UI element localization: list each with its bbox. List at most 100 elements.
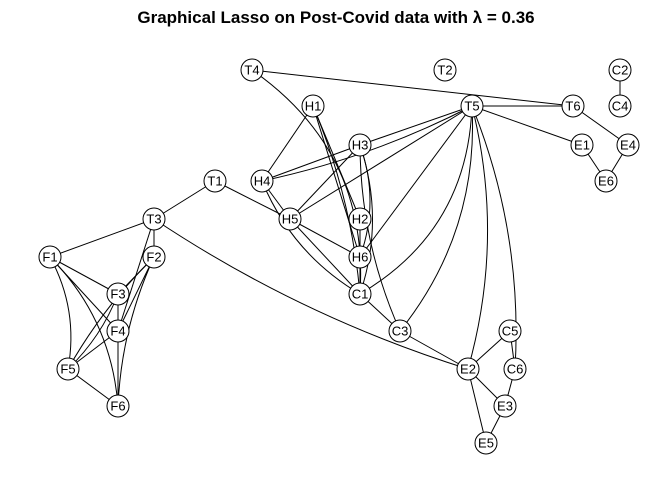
node-E6: E6 [594,169,618,193]
node-E5: E5 [474,431,498,455]
edge-T5-H5 [289,105,473,220]
edge-T5-C3 [399,105,474,332]
node-F4: F4 [106,319,130,343]
node-label-E1: E1 [574,138,590,153]
node-circle-F5 [56,357,80,381]
node-label-E3: E3 [497,399,513,414]
node-circle-E2 [456,357,480,381]
node-label-C1: C1 [352,287,369,302]
edge-H1-H6 [312,105,361,258]
node-C6: C6 [503,357,527,381]
node-H3: H3 [348,133,372,157]
node-E1: E1 [570,133,594,157]
node-label-H1: H1 [305,99,322,114]
node-H6: H6 [348,245,372,269]
node-circle-T2 [433,58,457,82]
node-circle-E6 [594,169,618,193]
edge-T5-H3 [359,105,473,146]
edge-H3-H4 [261,144,361,182]
node-label-F4: F4 [110,324,125,339]
node-label-H3: H3 [352,138,369,153]
edge-T5-C1 [359,105,473,295]
node-label-T5: T5 [464,99,479,114]
node-C4: C4 [608,94,632,118]
node-circle-F3 [106,282,130,306]
node-label-C4: C4 [612,99,629,114]
node-circle-C6 [503,357,527,381]
node-C3: C3 [388,319,412,343]
edge-H3-C1 [359,144,373,295]
edge-T3-F1 [49,218,155,258]
node-F1: F1 [38,245,62,269]
node-label-T2: T2 [437,63,452,78]
edge-T5-H6 [359,105,473,258]
node-label-F5: F5 [60,362,75,377]
node-label-H4: H4 [254,174,271,189]
node-label-E4: E4 [620,138,636,153]
edge-H3-C3 [359,144,401,332]
node-E4: E4 [616,133,640,157]
node-circle-F4 [106,319,130,343]
edge-H1-C1 [312,105,361,295]
node-label-C3: C3 [392,324,409,339]
node-circle-C4 [608,94,632,118]
edge-T4-T6 [251,69,574,107]
node-H2: H2 [348,207,372,231]
node-H4: H4 [250,169,274,193]
node-circle-C5 [498,319,522,343]
node-label-T3: T3 [146,212,161,227]
node-C1: C1 [348,282,372,306]
edge-H4-C1 [261,180,361,295]
node-circle-E1 [570,133,594,157]
edge-T1-H5 [214,180,291,220]
node-T4: T4 [240,58,264,82]
edge-T5-E1 [471,105,583,146]
node-circle-H6 [348,245,372,269]
node-circle-F6 [106,394,130,418]
edge-H5-H6 [289,218,361,258]
edge-H3-H5 [289,144,361,220]
node-circle-H2 [348,207,372,231]
edge-F1-F3 [49,256,119,295]
edge-F2-F4 [117,256,155,332]
edge-H1-H4 [261,105,314,182]
edge-F1-F5 [49,256,72,370]
node-F5: F5 [56,357,80,381]
edge-F2-F5 [67,256,155,370]
node-circle-T5 [460,94,484,118]
node-label-F1: F1 [42,250,57,265]
node-circle-C1 [348,282,372,306]
node-label-E5: E5 [478,436,494,451]
node-label-T4: T4 [244,63,259,78]
node-label-H2: H2 [352,212,369,227]
node-circle-C3 [388,319,412,343]
node-T3: T3 [142,207,166,231]
node-label-H6: H6 [352,250,369,265]
node-T1: T1 [203,169,227,193]
edge-H5-C1 [289,218,361,295]
edge-C3-E2 [399,330,469,370]
node-circle-C2 [608,58,632,82]
node-E2: E2 [456,357,480,381]
chart-title: Graphical Lasso on Post-Covid data with … [137,8,535,27]
node-label-F6: F6 [110,399,125,414]
node-circle-T4 [240,58,264,82]
node-T5: T5 [460,94,484,118]
node-label-C2: C2 [612,63,629,78]
edge-F1-F6 [49,256,119,407]
node-F3: F3 [106,282,130,306]
edge-T5-E2 [467,105,489,370]
node-circle-E3 [493,394,517,418]
node-label-F2: F2 [146,250,161,265]
node-label-C5: C5 [502,324,519,339]
node-label-C6: C6 [507,362,524,377]
node-circle-H5 [278,207,302,231]
node-label-H5: H5 [282,212,299,227]
node-H5: H5 [278,207,302,231]
node-circle-T6 [561,94,585,118]
node-label-E2: E2 [460,362,476,377]
node-F2: F2 [142,245,166,269]
node-circle-H1 [301,94,325,118]
